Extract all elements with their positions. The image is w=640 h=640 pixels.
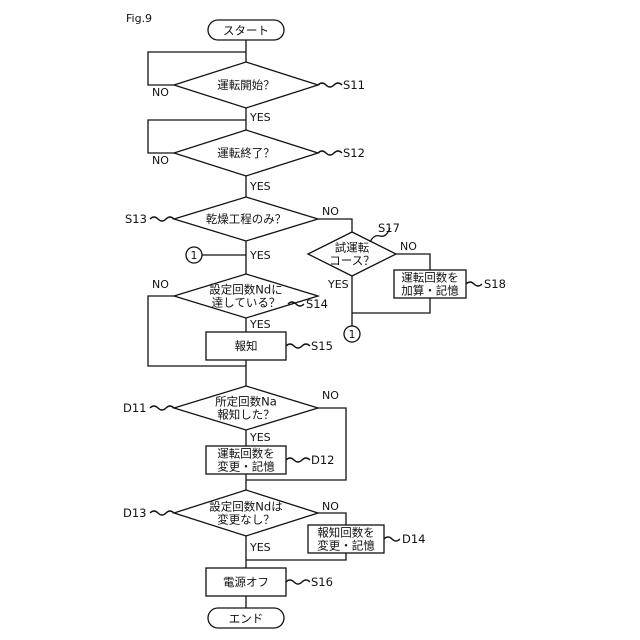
end-terminal: エンド [208, 608, 284, 628]
decision-s12: 運転終了？ [174, 130, 318, 176]
step-label-s14: S14 [306, 297, 328, 311]
connector-1-exit: 1 [344, 326, 360, 342]
decision-s17: 試運転コース？ [308, 232, 396, 276]
process-s18: 運転回数を加算・記憶 [394, 270, 466, 298]
s15-text-line: 報知 [235, 339, 258, 353]
d11-text-line: 報知した？ [217, 408, 275, 422]
step-label-d12: D12 [311, 453, 335, 467]
start-label: スタート [223, 24, 269, 38]
s12-text-line: 運転終了？ [217, 146, 275, 160]
d12-text-line: 変更・記憶 [217, 460, 275, 474]
no-label-d13: NO [322, 500, 339, 513]
no-label-s11: NO [152, 86, 169, 99]
decision-s13: 乾燥工程のみ？ [174, 197, 318, 241]
d12-text-line: 運転回数を [217, 447, 275, 461]
s18-text-line: 加算・記憶 [401, 284, 459, 298]
yes-label-s11: YES [249, 111, 271, 124]
no-label-d11: NO [322, 389, 339, 402]
yes-label-s13: YES [249, 249, 271, 262]
s18-text-line: 運転回数を [401, 271, 459, 285]
step-label-s15: S15 [311, 339, 333, 353]
yes-label-s17: YES [327, 278, 349, 291]
no-label-s13: NO [322, 205, 339, 218]
yes-label-s12: YES [249, 180, 271, 193]
decision-d13: 設定回数Ndは変更なし？ [174, 490, 318, 536]
step-label-d13: D13 [123, 506, 147, 520]
decision-s14: 設定回数Ndに達している？ [174, 274, 318, 318]
s14-text-line: 設定回数Ndに [209, 283, 282, 297]
step-label-s12: S12 [343, 146, 365, 160]
step-label-d14: D14 [402, 532, 426, 546]
d13-text-line: 変更なし？ [217, 513, 275, 527]
s17-text-line: 試運転 [335, 241, 370, 255]
no-label-s17: NO [400, 240, 417, 253]
no-label-s14: NO [152, 278, 169, 291]
step-label-s13: S13 [125, 212, 147, 226]
s14-text-line: 達している？ [212, 296, 281, 310]
process-s16: 電源オフ [206, 568, 286, 596]
figure-title: Fig.9 [126, 12, 152, 25]
step-label-s18: S18 [484, 277, 506, 291]
d14-text-line: 報知回数を [317, 526, 375, 540]
d11-text-line: 所定回数Na [215, 395, 277, 409]
yes-label-d13: YES [249, 541, 271, 554]
d13-text-line: 設定回数Ndは [209, 500, 282, 514]
s13-text-line: 乾燥工程のみ？ [206, 212, 287, 226]
connector-1-entry: 1 [186, 247, 202, 263]
yes-label-d11: YES [249, 431, 271, 444]
s11-text-line: 運転開始？ [217, 78, 275, 92]
no-label-s12: NO [152, 154, 169, 167]
s17-text-line: コース？ [329, 254, 374, 268]
step-label-s11: S11 [343, 78, 365, 92]
connector-1-exit-label: 1 [349, 328, 356, 341]
process-d14: 報知回数を変更・記憶 [308, 525, 384, 553]
s16-text-line: 電源オフ [223, 575, 269, 589]
connector-1-entry-label: 1 [191, 249, 198, 262]
step-label-s17: S17 [378, 221, 400, 235]
process-d12: 運転回数を変更・記憶 [206, 446, 286, 474]
d14-text-line: 変更・記憶 [317, 539, 375, 553]
yes-label-s14: YES [249, 318, 271, 331]
step-label-s16: S16 [311, 575, 333, 589]
step-label-d11: D11 [123, 401, 147, 415]
start-terminal: スタート [208, 20, 284, 40]
process-s15: 報知 [206, 332, 286, 360]
decision-s11: 運転開始？ [174, 62, 318, 108]
decision-d11: 所定回数Na報知した？ [174, 386, 318, 430]
end-label: エンド [229, 612, 264, 626]
